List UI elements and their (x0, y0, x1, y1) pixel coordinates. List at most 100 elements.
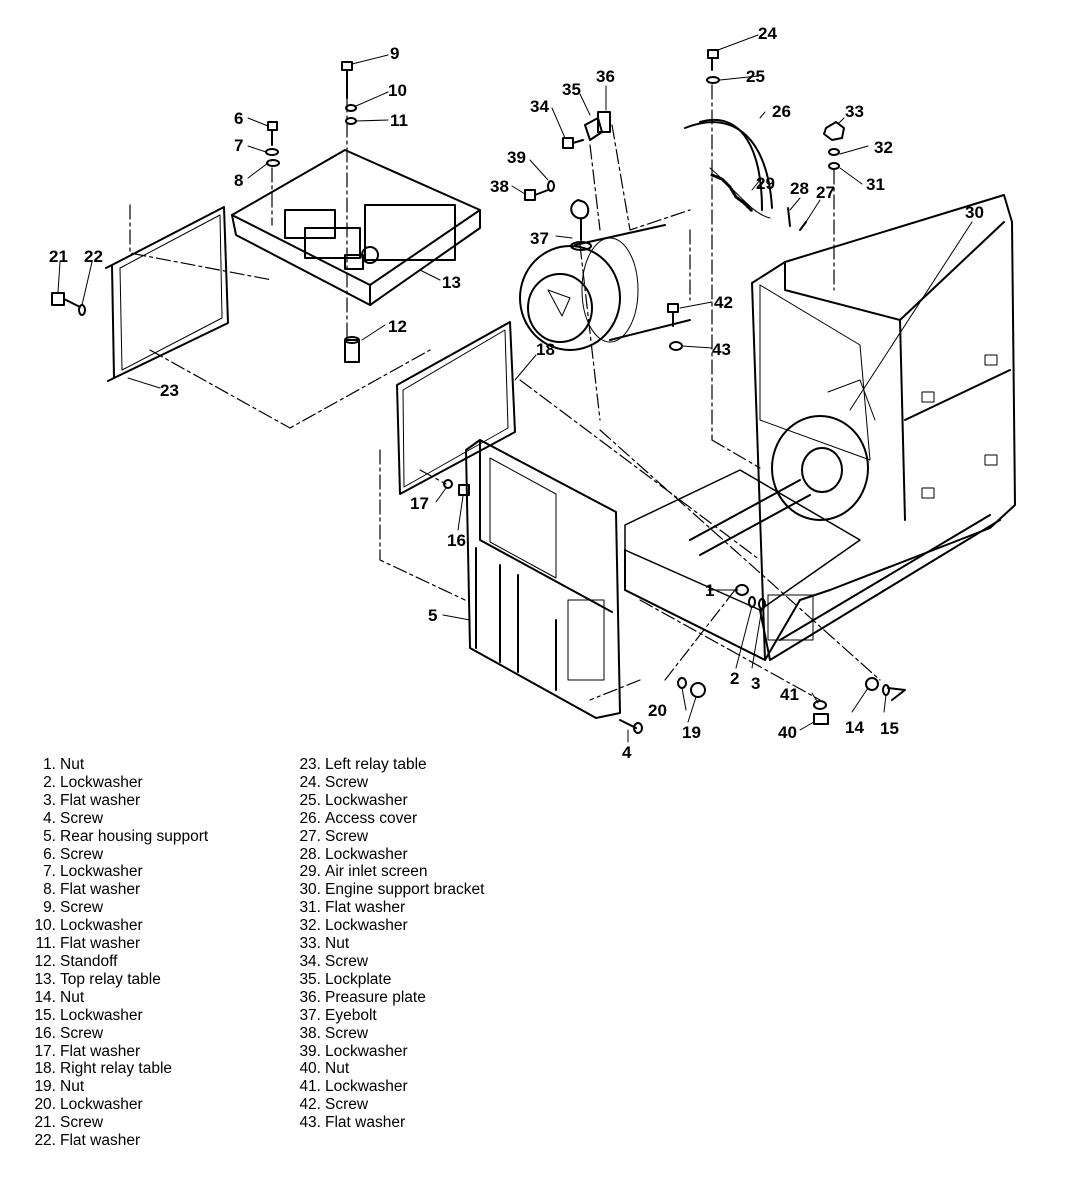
legend-item-label: Preasure plate (325, 988, 426, 1006)
alignment-lines (129, 84, 881, 701)
legend-item-label: Left relay table (325, 756, 427, 773)
legend-item-label: Lockwasher (60, 1096, 143, 1114)
callout-8: 8 (234, 171, 243, 190)
callout-3: 3 (751, 674, 760, 693)
callout-34: 34 (530, 97, 549, 116)
legend-item-label: Screw (60, 1114, 104, 1132)
legend-item-label: Screw (60, 899, 104, 917)
legend-item-number: 36. (299, 988, 321, 1006)
callout-14: 14 (845, 718, 864, 737)
callout-4: 4 (622, 743, 632, 760)
legend-item-label: Flat washer (60, 1042, 141, 1060)
callout-15: 15 (880, 719, 899, 738)
callout-38: 38 (490, 177, 509, 196)
legend-item-number: 2. (43, 773, 56, 791)
legend-item-label: Access cover (325, 809, 418, 827)
top-relay-table-drawing (231, 149, 481, 306)
callout-28: 28 (790, 179, 809, 198)
callout-1: 1 (705, 581, 714, 600)
callout-42: 42 (714, 293, 733, 312)
callout-12: 12 (388, 317, 407, 336)
legend-item-label: Screw (325, 952, 369, 970)
legend-item-number: 32. (299, 917, 321, 935)
legend-item: 11.Flat washer (24, 935, 208, 953)
legend-item-label: Right relay table (60, 1060, 173, 1078)
callout-26: 26 (772, 102, 791, 121)
left-relay-table-drawing (105, 206, 229, 382)
callout-11: 11 (390, 111, 408, 130)
legend-item: 9.Screw (24, 899, 208, 917)
legend-item-number: 39. (299, 1042, 321, 1060)
legend-item-number: 6. (43, 845, 56, 863)
legend-item: 27.Screw (289, 828, 484, 846)
legend-item-label: Screw (325, 827, 369, 845)
legend-item: 25.Lockwasher (289, 792, 484, 810)
legend-item-number: 41. (299, 1078, 321, 1096)
legend-item-number: 21. (34, 1114, 56, 1132)
callout-32: 32 (874, 138, 893, 157)
legend-item-label: Lockwasher (325, 791, 408, 809)
legend-item: 7.Lockwasher (24, 863, 208, 881)
legend-item-number: 28. (299, 845, 321, 863)
legend-item-number: 23. (299, 756, 321, 773)
callout-41: 41 (780, 685, 799, 704)
legend-item-label: Flat washer (60, 791, 141, 809)
legend-item: 24.Screw (289, 774, 484, 792)
legend-item-label: Standoff (60, 952, 118, 970)
exploded-view-diagram: 1 2 3 4 5 6 7 8 9 10 11 12 13 14 15 16 1… (49, 24, 1016, 760)
legend-item-label: Lockplate (325, 970, 392, 988)
legend-item: 38.Screw (289, 1025, 484, 1043)
legend-item: 32.Lockwasher (289, 917, 484, 935)
legend-item-number: 29. (299, 863, 321, 881)
legend-item: 2.Lockwasher (24, 774, 208, 792)
legend-item-number: 14. (34, 988, 56, 1006)
callout-20: 20 (648, 701, 667, 720)
legend-item: 19.Nut (24, 1078, 208, 1096)
callout-31: 31 (866, 175, 885, 194)
legend-item-number: 3. (43, 791, 56, 809)
legend-item-label: Flat washer (60, 881, 141, 899)
legend-item-label: Nut (60, 756, 85, 773)
legend-item-label: Lockwasher (60, 1006, 143, 1024)
legend-item-number: 9. (43, 899, 56, 917)
legend-item: 18.Right relay table (24, 1060, 208, 1078)
legend-item-label: Screw (60, 845, 104, 863)
callout-39: 39 (507, 148, 526, 167)
legend-item-number: 22. (34, 1132, 56, 1150)
legend-item: 43.Flat washer (289, 1114, 484, 1132)
callout-21: 21 (49, 247, 68, 266)
callout-43: 43 (712, 340, 731, 359)
legend-item-number: 15. (34, 1006, 56, 1024)
legend-item-number: 11. (35, 935, 56, 953)
legend-item: 31.Flat washer (289, 899, 484, 917)
legend-item: 13.Top relay table (24, 971, 208, 989)
legend-item-label: Flat washer (325, 899, 406, 917)
callout-labels: 1 2 3 4 5 6 7 8 9 10 11 12 13 14 15 16 1… (49, 24, 984, 760)
legend-item: 12.Standoff (24, 953, 208, 971)
legend-item-number: 24. (299, 773, 321, 791)
legend-item: 36.Preasure plate (289, 989, 484, 1007)
callout-25: 25 (746, 67, 765, 86)
legend-item-number: 25. (299, 791, 321, 809)
callout-29: 29 (756, 174, 775, 193)
legend-item: 17.Flat washer (24, 1043, 208, 1061)
legend-item: 10.Lockwasher (24, 917, 208, 935)
legend-item-number: 33. (299, 935, 321, 953)
legend-item-label: Lockwasher (325, 1078, 408, 1096)
hardware-drawing (51, 49, 906, 734)
callout-6: 6 (234, 109, 243, 128)
legend-item-label: Nut (325, 1060, 350, 1078)
legend-item-number: 8. (43, 881, 56, 899)
callout-13: 13 (442, 273, 461, 292)
callout-9: 9 (390, 44, 399, 63)
legend-item-number: 35. (299, 970, 321, 988)
legend-item-number: 7. (43, 863, 56, 881)
legend-item-label: Nut (60, 988, 85, 1006)
legend-item-number: 5. (43, 827, 56, 845)
legend-item-number: 40. (299, 1060, 321, 1078)
legend-item-label: Lockwasher (325, 917, 408, 935)
callout-18: 18 (536, 340, 555, 359)
legend-item-number: 43. (299, 1114, 321, 1132)
legend-item: 40.Nut (289, 1060, 484, 1078)
